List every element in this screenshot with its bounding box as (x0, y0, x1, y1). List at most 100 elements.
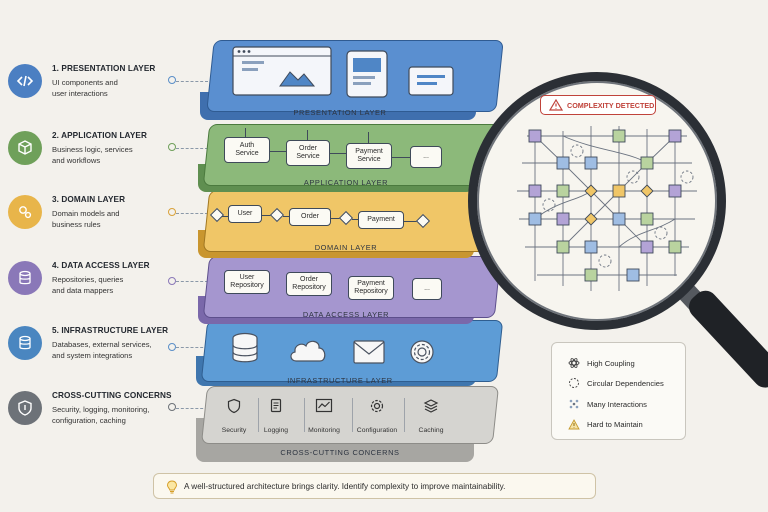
atom-icon (568, 357, 580, 369)
stack-icon (423, 399, 439, 413)
connector-line (176, 213, 208, 214)
connector-dot (168, 277, 176, 285)
complexity-graph (517, 126, 697, 291)
flow-arrow (331, 218, 341, 219)
legend-desc: Security, logging, monitoring, (52, 405, 150, 414)
legend-title: 3. DOMAIN LAYER (52, 195, 126, 204)
flow-arrow (404, 221, 418, 222)
mail-icon (353, 340, 385, 369)
card-icon (408, 66, 454, 101)
connector-dot (168, 143, 176, 151)
warning-icon (549, 99, 563, 111)
flow-arrow (283, 216, 289, 217)
legend-desc: configuration, caching (52, 416, 126, 425)
flow-arrow (222, 216, 230, 217)
shield-icon (8, 391, 42, 425)
dots-icon (568, 398, 580, 410)
issue-item: Many Interactions (568, 398, 647, 410)
connector-line (176, 347, 208, 348)
cc-tile-monitoring: Monitoring (300, 396, 348, 436)
node-label: ... (424, 284, 430, 292)
connector-dot (168, 208, 176, 216)
legend-title: 2. APPLICATION LAYER (52, 131, 147, 140)
legend-item-application: 2. APPLICATION LAYER Business logic, ser… (8, 131, 183, 181)
layer-label: APPLICATION LAYER (303, 178, 389, 187)
chart-icon (315, 398, 333, 413)
warning-icon (568, 418, 580, 430)
legend-desc: and system integrations (52, 351, 133, 360)
divider (304, 398, 305, 432)
cc-tile-logging: Logging (252, 396, 300, 436)
document-icon (270, 398, 282, 413)
issue-item: High Coupling (568, 357, 635, 369)
legend-desc: business rules (52, 220, 101, 229)
code-icon (8, 64, 42, 98)
browser-window-icon (232, 46, 332, 101)
connector-dot (168, 76, 176, 84)
issue-item: Circular Dependencies (568, 377, 664, 389)
phone-icon (346, 50, 388, 103)
cc-tile-security: Security (210, 396, 258, 436)
legend-item-infrastructure: 5. INFRASTRUCTURE LAYER Databases, exter… (8, 326, 183, 376)
more-node: ... (410, 146, 442, 168)
cc-tile-label: Security (221, 427, 247, 434)
flow-arrow (352, 219, 358, 220)
flow-arrow (307, 130, 308, 140)
legend-title: 4. DATA ACCESS LAYER (52, 261, 150, 270)
flow-arrow (262, 215, 272, 216)
cc-tile-label: Configuration (356, 427, 398, 434)
issues-panel: High Coupling Circular Dependencies Many… (551, 342, 686, 440)
connector-line (176, 281, 208, 282)
gear-icon (370, 399, 384, 413)
payment-node: Payment (358, 211, 404, 229)
gear-icon (408, 338, 436, 371)
cube-icon (8, 131, 42, 165)
connector-line (176, 81, 208, 82)
footer-text: A well-structured architecture brings cl… (184, 481, 506, 491)
lightbulb-icon (166, 480, 178, 494)
cc-tile-label: Monitoring (308, 427, 340, 434)
connector-line (176, 148, 208, 149)
legend-desc: UI components and (52, 78, 118, 87)
layer-label: DATA ACCESS LAYER (302, 310, 390, 319)
order-node: Order (289, 208, 331, 226)
legend-item-cross-cutting: CROSS-CUTTING CONCERNS Security, logging… (8, 391, 183, 441)
complexity-badge: COMPLEXITY DETECTED (540, 95, 656, 115)
node-label: Order (301, 212, 319, 220)
issue-label: Circular Dependencies (587, 378, 664, 388)
layer-label: DOMAIN LAYER (314, 243, 378, 252)
legend-item-domain: 3. DOMAIN LAYER Domain models and busines… (8, 195, 183, 245)
flow-arrow (245, 128, 246, 137)
legend-item-data-access: 4. DATA ACCESS LAYER Repositories, queri… (8, 261, 183, 311)
legend-desc: Business logic, services (52, 145, 133, 154)
node-label: User (237, 209, 253, 217)
flow-arrow (392, 157, 410, 158)
flow-arrow (270, 151, 286, 152)
legend-desc: Domain models and (52, 209, 120, 218)
cycle-icon (568, 377, 580, 389)
issue-label: Many Interactions (587, 399, 647, 409)
cc-tile-configuration: Configuration (353, 396, 401, 436)
more-node: ... (412, 278, 442, 300)
divider (352, 398, 353, 432)
cc-tile-label: Caching (418, 427, 444, 434)
legend-desc: Repositories, queries (52, 275, 124, 284)
database-icon (8, 261, 42, 295)
divider (404, 398, 405, 432)
legend-title: CROSS-CUTTING CONCERNS (52, 391, 172, 400)
issue-label: Hard to Maintain (587, 419, 643, 429)
footer-note: A well-structured architecture brings cl… (153, 473, 596, 499)
node-label: Payment (367, 215, 395, 223)
server-icon (8, 326, 42, 360)
legend-title: 1. PRESENTATION LAYER (52, 64, 156, 73)
